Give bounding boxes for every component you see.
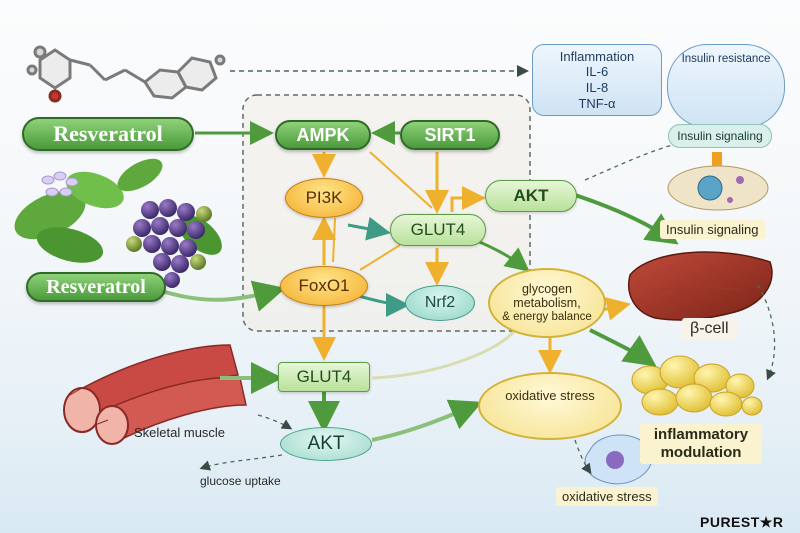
grape-plant [14,158,222,288]
glucose-uptake-label: glucose uptake [200,474,281,488]
sirt1-node: SIRT1 [400,120,500,150]
insulin-signaling-top-label: Insulin signaling [668,124,772,148]
liver-illustration [628,251,773,321]
glut4-center-node: GLUT4 [390,214,486,246]
skeletal-muscle-illustration [63,344,247,445]
il6-label: IL-6 [585,64,609,80]
skeletal-muscle-label: Skeletal muscle [134,425,226,440]
insulin-signaling-bottom-label: Insulin signaling [660,220,765,239]
pi3k-node: PI3K [285,178,363,218]
akt-bottom-node: AKT [280,427,372,461]
resveratrol-label-top: Resveratrol [22,117,194,151]
il8-label: IL-8 [585,80,609,95]
beta-cell-label: β-cell [682,318,737,340]
glut4-bottom-node: GLUT4 [278,362,370,392]
foxo1-node: FoxO1 [280,266,368,306]
fat-cells-illustration [631,355,763,417]
inflammation-box: Inflammation IL-6 IL-8 TNF-α [532,44,662,116]
tnf-alpha-label: TNF-α [578,95,616,111]
akt-top-node: AKT [485,180,577,212]
inflammatory-line-2: modulation [660,444,742,461]
watermark-logo: PUREST★R [700,514,784,530]
oxidative-stress-node: oxidative stress [478,372,622,440]
inflammation-title: Inflammation [559,48,635,64]
insulin-signaling-cell [667,152,769,211]
inflammatory-line-1: inflammatory [653,426,749,443]
glycogen-line-1: glycogen [521,282,573,297]
insulin-resistance-box: Insulin resistance [667,44,785,128]
oxidative-stress-bottom-label: oxidative stress [556,487,658,506]
ampk-node: AMPK [275,120,371,150]
glycogen-line-2: metabolism, [513,296,581,311]
glycogen-metabolism-node: glycogen metabolism, & energy balance [488,268,606,338]
inflammatory-modulation-label: inflammatory modulation [640,424,762,464]
molecule-structure [26,45,226,103]
glycogen-line-3: & energy balance [502,310,592,323]
nrf2-node: Nrf2 [405,285,475,321]
resveratrol-label-bottom: Resveratrol [26,272,166,302]
